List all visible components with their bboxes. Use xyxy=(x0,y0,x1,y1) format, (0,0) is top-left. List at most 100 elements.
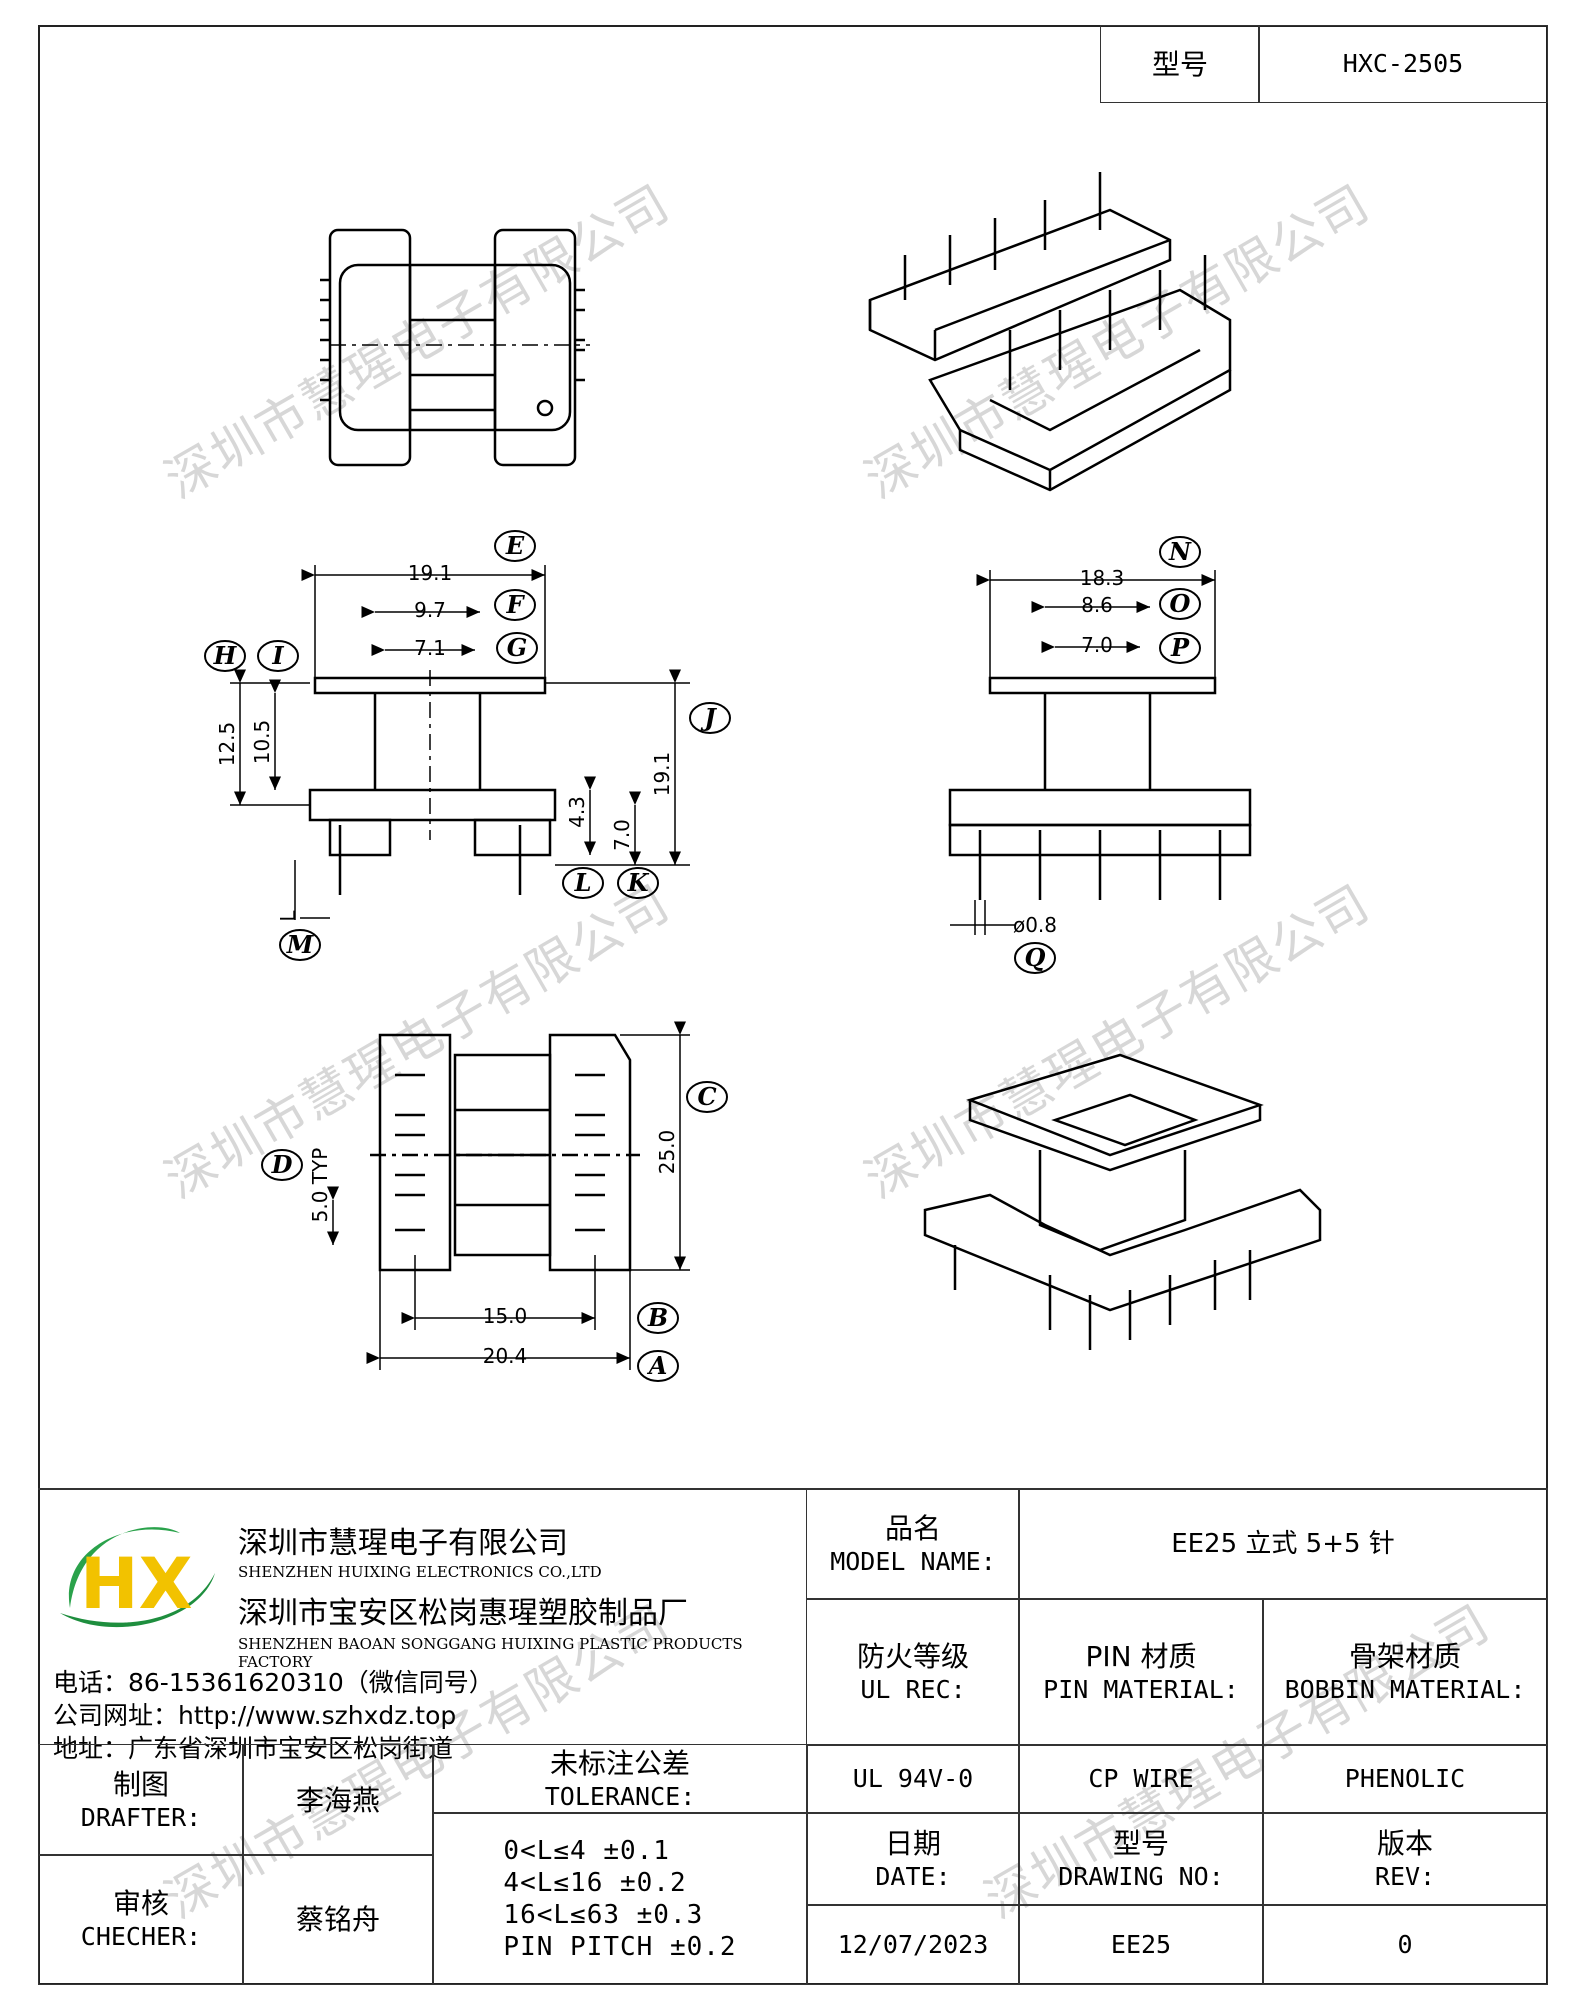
circle-letter-G: G xyxy=(496,632,538,664)
circle-letter-F: F xyxy=(494,589,536,621)
rev-label-cell: 版本 REV: xyxy=(1262,1812,1548,1906)
dim-9-7: 9.7 xyxy=(414,598,446,622)
drawing-no-value-cell: EE25 xyxy=(1018,1904,1264,1985)
bobbin-material-cn: 骨架材质 xyxy=(1348,1639,1461,1673)
svg-text:G: G xyxy=(507,633,528,662)
front-view xyxy=(308,670,557,895)
svg-text:Q: Q xyxy=(1025,943,1046,972)
dim-phi-0-8: ø0.8 xyxy=(1013,913,1057,937)
tolerance-en: TOLERANCE: xyxy=(544,1781,696,1811)
model-value: HXC-2505 xyxy=(1342,49,1464,79)
svg-text:I: I xyxy=(271,641,284,670)
date-value-cell: 12/07/2023 xyxy=(806,1904,1020,1985)
svg-text:J: J xyxy=(700,703,717,732)
drafter-cn: 制图 xyxy=(112,1767,169,1801)
dim-7-0-top: 7.0 xyxy=(1081,633,1113,657)
company-logo: HX xyxy=(60,1527,215,1628)
svg-text:L: L xyxy=(574,868,592,897)
bobbin-material-en: BOBBIN MATERIAL: xyxy=(1284,1674,1526,1704)
drawing-no-value: EE25 xyxy=(1110,1929,1172,1959)
rev-value: 0 xyxy=(1397,1929,1413,1959)
model-label-cell: 型号 xyxy=(1100,25,1260,103)
circle-letter-Q: Q xyxy=(1014,942,1056,974)
circle-letter-N: N xyxy=(1159,536,1201,568)
factory-name-cn: 深圳市宝安区松岗惠瑆塑胶制品厂 xyxy=(238,1596,688,1631)
ul-value-cell: UL 94V-0 xyxy=(806,1744,1020,1814)
circle-letter-P: P xyxy=(1159,632,1201,664)
top-view xyxy=(320,228,590,467)
dim-7-1: 7.1 xyxy=(414,636,446,660)
side-view-dimensions xyxy=(950,570,1216,935)
drafter-name: 李海燕 xyxy=(295,1783,380,1817)
dim-20-4: 20.4 xyxy=(483,1344,528,1368)
svg-text:D: D xyxy=(271,1150,293,1179)
bobbin-value-cell: PHENOLIC xyxy=(1262,1744,1548,1814)
date-cn: 日期 xyxy=(884,1826,941,1860)
technical-drawing: E F G H I J K L M N O P Q C D B A 19.1 9… xyxy=(204,172,1322,1382)
model-value-cell: HXC-2505 xyxy=(1258,25,1548,103)
drawing-no-cn: 型号 xyxy=(1112,1826,1169,1860)
svg-text:N: N xyxy=(1168,537,1192,566)
circle-letter-A: A xyxy=(637,1350,679,1382)
svg-text:K: K xyxy=(627,868,650,897)
bottom-view xyxy=(370,1033,640,1272)
circle-letter-B: B xyxy=(637,1302,679,1334)
dim-5-0-typ: 5.0 TYP xyxy=(308,1148,332,1223)
l-mark: L xyxy=(276,910,300,922)
checker-label-cell: 审核 CHECHER: xyxy=(38,1854,244,1985)
dim-8-6: 8.6 xyxy=(1081,593,1113,617)
model-name-value-cell: EE25 立式 5+5 针 xyxy=(1018,1488,1548,1600)
svg-text:B: B xyxy=(647,1303,668,1332)
dim-25-0: 25.0 xyxy=(655,1130,679,1175)
circle-letter-D: D xyxy=(261,1149,303,1181)
tolerance-cn: 未标注公差 xyxy=(549,1746,690,1780)
company-info: HX 深圳市慧瑆电子有限公司 SHENZHEN HUIXING ELECTRON… xyxy=(38,1488,808,1763)
ul-value: UL 94V-0 xyxy=(852,1764,974,1794)
svg-text:M: M xyxy=(286,930,315,959)
checker-name-cell: 蔡铭舟 xyxy=(242,1854,434,1985)
model-name-en: MODEL NAME: xyxy=(830,1546,996,1576)
checker-name: 蔡铭舟 xyxy=(295,1903,380,1936)
company-name-cn: 深圳市慧瑆电子有限公司 xyxy=(238,1526,568,1561)
dim-15-0: 15.0 xyxy=(483,1304,528,1328)
circle-letter-I: I xyxy=(257,640,299,672)
circle-letter-E: E xyxy=(494,530,536,562)
dim-4-3: 4.3 xyxy=(565,796,589,828)
circle-letter-L: L xyxy=(562,867,604,899)
checker-en: CHECHER: xyxy=(80,1922,202,1952)
drawing-no-label-cell: 型号 DRAWING NO: xyxy=(1018,1812,1264,1906)
circle-letter-K: K xyxy=(617,867,659,899)
dim-10-5: 10.5 xyxy=(250,720,274,765)
isometric-view-top xyxy=(868,172,1232,492)
isometric-view-bottom xyxy=(923,1053,1322,1350)
svg-text:A: A xyxy=(647,1351,668,1380)
svg-text:H: H xyxy=(213,641,238,670)
tolerance-line: PIN PITCH ±0.2 xyxy=(503,1931,737,1962)
drafter-en: DRAFTER: xyxy=(80,1802,202,1832)
tolerance-line: 16<L≤63 ±0.3 xyxy=(503,1899,704,1930)
logo-letters: HX xyxy=(80,1543,193,1625)
pin-material-label-cell: PIN 材质 PIN MATERIAL: xyxy=(1018,1598,1264,1746)
bobbin-material-label-cell: 骨架材质 BOBBIN MATERIAL: xyxy=(1262,1598,1548,1746)
tolerance-values: 0<L≤4 ±0.1 4<L≤16 ±0.2 16<L≤63 ±0.3 PIN … xyxy=(503,1835,736,1963)
tolerance-line: 4<L≤16 ±0.2 xyxy=(503,1867,687,1898)
rev-value-cell: 0 xyxy=(1262,1904,1548,1985)
model-name-cn: 品名 xyxy=(884,1511,941,1545)
date-label-cell: 日期 DATE: xyxy=(806,1812,1020,1906)
model-name-label-cell: 品名 MODEL NAME: xyxy=(806,1488,1020,1600)
title-block-border xyxy=(38,1488,1548,1490)
bobbin-value: PHENOLIC xyxy=(1344,1764,1466,1794)
tolerance-label-cell: 未标注公差 TOLERANCE: xyxy=(432,1744,808,1814)
svg-text:O: O xyxy=(1170,589,1191,618)
ul-rec-cn: 防火等级 xyxy=(856,1639,969,1673)
pin-material-cn: PIN 材质 xyxy=(1085,1639,1197,1673)
dim-18-3: 18.3 xyxy=(1080,566,1125,590)
svg-text:P: P xyxy=(1170,633,1190,662)
ul-rec-label-cell: 防火等级 UL REC: xyxy=(806,1598,1020,1746)
rev-cn: 版本 xyxy=(1376,1826,1433,1860)
bottom-view-dimensions xyxy=(327,1021,690,1370)
circle-letter-C: C xyxy=(686,1081,728,1113)
pin-material-en: PIN MATERIAL: xyxy=(1043,1674,1239,1704)
company-phone: 电话：86-15361620310（微信同号） xyxy=(53,1668,494,1697)
pin-value: CP WIRE xyxy=(1088,1764,1194,1794)
